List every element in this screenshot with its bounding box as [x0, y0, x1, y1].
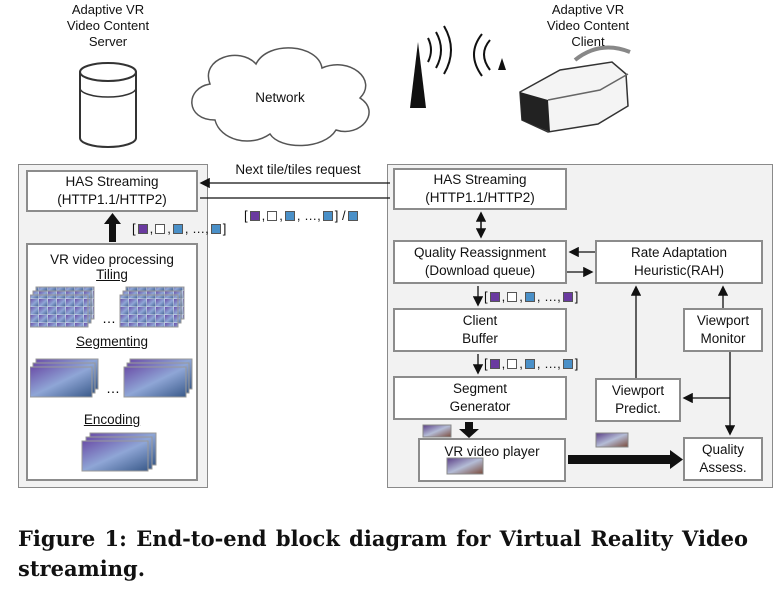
viewport-monitor-box: Viewport Monitor: [683, 308, 763, 352]
server-icon: [79, 62, 137, 148]
tile-white-icon: [267, 210, 278, 221]
tile-last-icon: [562, 291, 573, 302]
segmenting-frames-left: [30, 358, 99, 398]
client-label: Adaptive VR Video Content Client: [546, 2, 630, 49]
tile-purple-icon: [489, 358, 500, 369]
tile-white-icon: [155, 223, 166, 234]
segmenting-frames-right: [123, 358, 193, 398]
queue-server-up: [,,, …,]: [132, 221, 227, 236]
network-label: Network: [255, 90, 305, 105]
client-buffer-box: Client Buffer: [393, 308, 567, 352]
encoding-frames: [81, 432, 157, 472]
top-illustration: [79, 25, 631, 148]
tile-purple-icon: [249, 210, 260, 221]
tile-blue-icon: [284, 210, 295, 221]
svg-text:…: …: [106, 380, 120, 396]
antenna-icon: [410, 25, 506, 108]
segmenting-label: Segmenting: [75, 334, 149, 349]
vr-headset-icon: [519, 45, 631, 133]
quality-assess-box: Quality Assess.: [683, 437, 763, 481]
video-frame-stacks: … …: [30, 286, 193, 472]
encoding-label: Encoding: [83, 412, 141, 427]
tile-last-icon: [210, 223, 221, 234]
queue-after-reassign: [,,, …,]: [484, 289, 579, 304]
client-has-streaming-box: HAS Streaming (HTTP1.1/HTTP2): [393, 168, 567, 210]
rate-adaptation-box: Rate Adaptation Heuristic(RAH): [595, 240, 763, 284]
tile-blue-icon: [524, 291, 535, 302]
tile-white-icon: [507, 358, 518, 369]
diagram: Adaptive VR Video Content Server Adaptiv…: [18, 2, 773, 488]
tile-white-icon: [507, 291, 518, 302]
segment-generator-box: Segment Generator: [393, 376, 567, 420]
vr-video-player-box: VR video player: [418, 438, 566, 482]
tile-purple-icon: [137, 223, 148, 234]
server-label: Adaptive VR Video Content Server: [66, 2, 150, 49]
svg-text:…: …: [102, 310, 116, 326]
tile-blue-icon: [524, 358, 535, 369]
tiling-label: Tiling: [96, 267, 128, 282]
quality-reassignment-box: Quality Reassignment (Download queue): [393, 240, 567, 284]
request-label: Next tile/tiles request: [235, 162, 361, 177]
tile-single-icon: [347, 210, 358, 221]
tile-last-icon: [322, 210, 333, 221]
server-has-streaming-box: HAS Streaming (HTTP1.1/HTTP2): [26, 170, 198, 212]
network-cloud-icon: [191, 47, 370, 147]
queue-after-buffer: [,,, …,]: [484, 356, 579, 371]
queue-transfer: [,,, …,] /: [244, 208, 359, 223]
tiling-frames-left: [30, 286, 95, 328]
tile-purple-icon: [489, 291, 500, 302]
tiling-frames-right: [119, 286, 185, 328]
tile-last-icon: [562, 358, 573, 369]
figure-caption: Figure 1: End-to-end block diagram for V…: [18, 526, 748, 581]
viewport-predict-box: Viewport Predict.: [595, 378, 681, 422]
tile-blue-icon: [172, 223, 183, 234]
